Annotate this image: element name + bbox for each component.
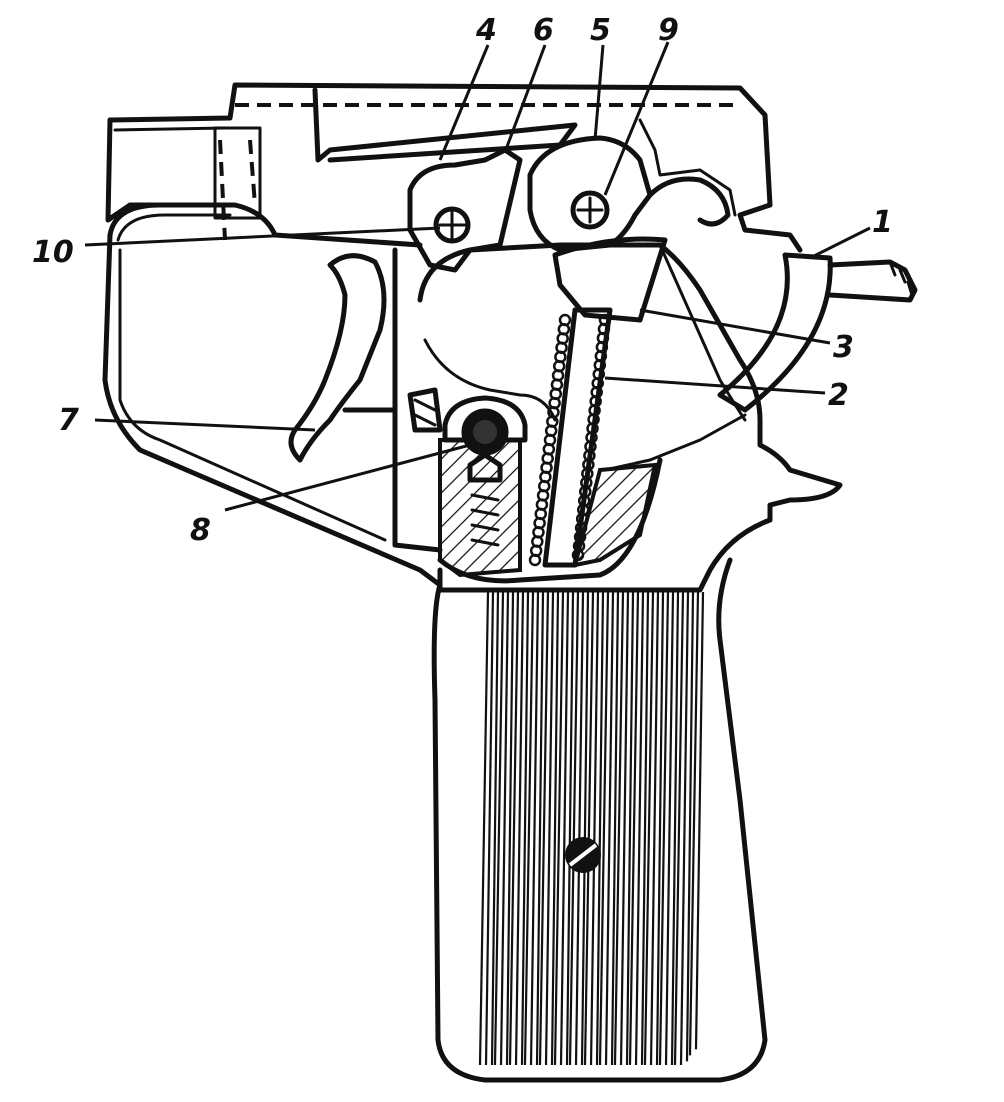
safety-block [407,387,443,433]
leader-8 [224,443,471,512]
callout-7: 7 [58,403,79,438]
callout-5: 5 [590,13,611,48]
callout-1: 1 [872,205,893,240]
leader-10 [84,226,441,247]
trigger [288,253,398,463]
pistol-grip [431,557,768,1083]
plunger-8 [442,395,528,547]
spring-housing-block [437,438,663,584]
strut-cap-3 [552,236,668,323]
pin-10 [433,206,471,244]
callout-9: 9 [658,13,679,48]
trigger-guard [102,202,443,588]
leader-7 [94,418,316,432]
leader-1 [809,226,871,260]
callout-labels: 1 2 3 4 5 6 7 8 9 10 [32,13,893,548]
receiver-housing [105,82,803,253]
grip-striation [478,591,705,1066]
callout-6: 6 [533,13,554,48]
leader-4 [438,44,490,161]
callout-2: 2 [828,378,849,413]
callout-10: 10 [32,235,74,270]
hammer-spring [528,313,572,567]
callout-4: 4 [475,13,497,48]
leader-2 [604,376,826,395]
leader-5 [593,44,605,141]
frame-insert [417,242,843,593]
trigger-bar-1 [717,252,918,413]
disconnector [407,147,523,273]
hammer-spring-right [571,313,612,562]
leader-lines [84,41,871,512]
leader-6 [503,44,547,153]
callout-3: 3 [833,330,854,365]
hammer-axle-9 [570,190,610,230]
leader-9 [603,41,670,196]
callout-8: 8 [190,513,211,548]
leader-3 [639,308,831,345]
hammer [527,135,731,253]
